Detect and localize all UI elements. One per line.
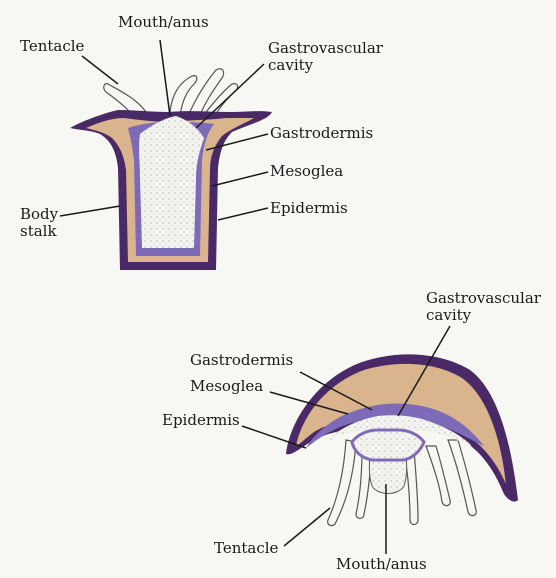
medusa-label-mouth-anus: Mouth/anus — [336, 556, 427, 573]
polyp-label-stalk-line2: stalk — [20, 223, 58, 240]
medusa-label-epidermis: Epidermis — [162, 412, 240, 429]
medusa-tentacle-5 — [448, 440, 476, 516]
polyp-label-tentacle: Tentacle — [20, 38, 84, 55]
medusa-label-gastrovascular-line2: cavity — [426, 307, 541, 324]
medusa-label-gastrodermis: Gastrodermis — [190, 352, 293, 369]
polyp-label-gastrovascular-cavity: Gastrovascular cavity — [268, 40, 383, 74]
polyp-label-body-line1: Body — [20, 206, 58, 223]
polyp-label-body-stalk: Body stalk — [20, 206, 58, 240]
medusa-tentacle-4 — [426, 446, 450, 506]
medusa-label-gastrovascular-line1: Gastrovascular — [426, 290, 541, 307]
polyp-label-gastrovascular-line1: Gastrovascular — [268, 40, 383, 57]
leader-polyp-body-stalk — [60, 206, 120, 216]
polyp-figure — [70, 69, 272, 270]
polyp-label-gastrovascular-line2: cavity — [268, 57, 383, 74]
polyp-label-mesoglea: Mesoglea — [270, 163, 343, 180]
medusa-label-mesoglea: Mesoglea — [190, 378, 263, 395]
leader-polyp-tentacle — [82, 56, 118, 84]
leader-medusa-tentacle — [284, 508, 330, 546]
medusa-label-tentacle: Tentacle — [214, 540, 278, 557]
polyp-cavity-stipple — [139, 116, 204, 248]
medusa-tentacle-1 — [328, 440, 356, 526]
leader-polyp-mesoglea — [212, 172, 268, 186]
polyp-label-epidermis: Epidermis — [270, 200, 348, 217]
medusa-inner-core-stipple — [352, 430, 424, 460]
medusa-figure — [286, 354, 518, 525]
leader-polyp-mouth — [160, 40, 170, 116]
polyp-label-gastrodermis: Gastrodermis — [270, 125, 373, 142]
medusa-label-gastrovascular-cavity: Gastrovascular cavity — [426, 290, 541, 324]
polyp-label-mouth-anus: Mouth/anus — [118, 14, 209, 31]
leader-polyp-epidermis — [218, 208, 268, 220]
